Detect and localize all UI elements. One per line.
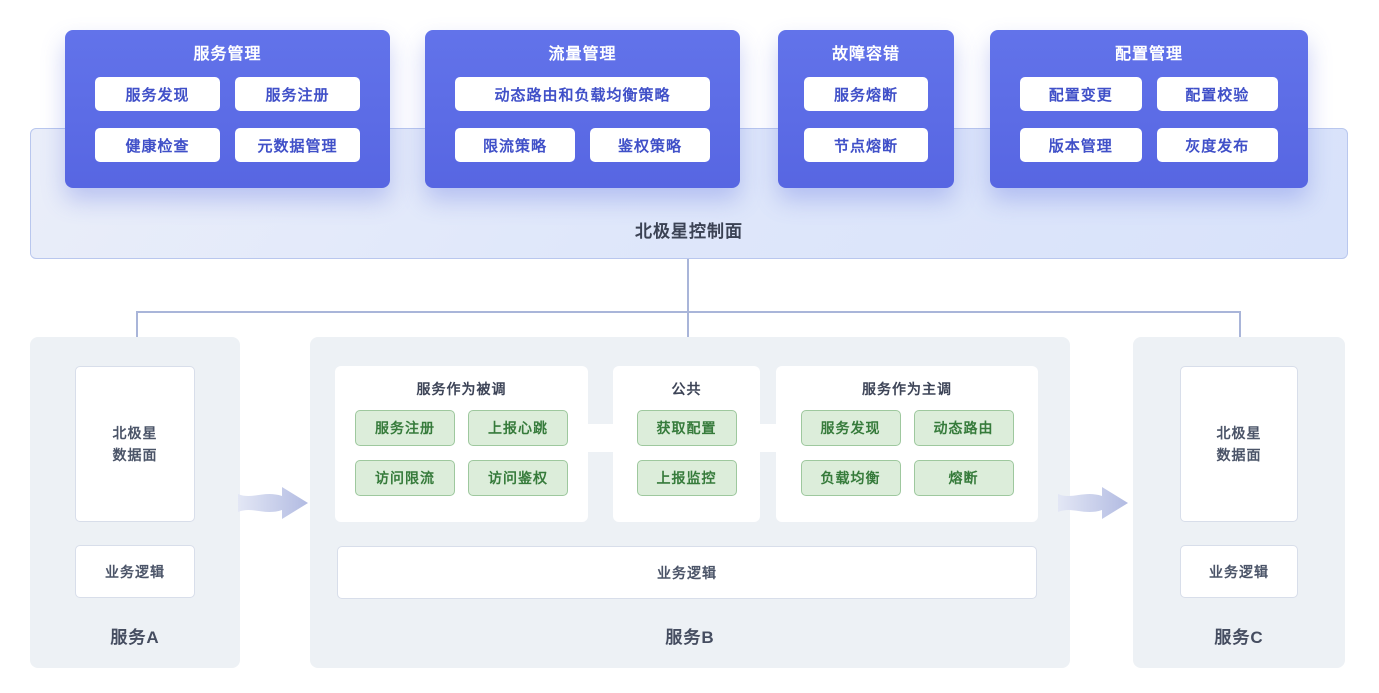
flow-arrow-b-to-c-icon (1058, 487, 1128, 519)
card-title: 流量管理 (548, 46, 617, 63)
polaris-dataplane-box: 北极星 数据面 (1180, 366, 1298, 522)
card-item: 元数据管理 (235, 128, 360, 162)
card-item: 动态路由和负载均衡策略 (455, 77, 710, 111)
panel-title: 服务作为被调 (416, 381, 507, 397)
service-name-label: 服务A (110, 628, 160, 647)
business-logic-box: 业务逻辑 (337, 546, 1037, 599)
panel-title: 公共 (671, 381, 702, 397)
control-plane-label: 北极星控制面 (635, 222, 743, 241)
service-b-container: 服务作为被调 服务注册 上报心跳 访问限流 访问鉴权 公共 获取配置 上报监控 … (310, 337, 1070, 668)
card-item: 灰度发布 (1156, 128, 1278, 162)
card-title: 配置管理 (1114, 46, 1183, 63)
card-item: 配置变更 (1020, 77, 1142, 111)
card-item-grid: 服务发现 服务注册 健康检查 元数据管理 (95, 77, 360, 162)
capability-grid: 服务注册 上报心跳 访问限流 访问鉴权 (355, 410, 568, 496)
card-item: 鉴权策略 (590, 128, 710, 162)
capability-grid: 获取配置 上报监控 (636, 410, 737, 496)
capability-item: 访问限流 (355, 460, 455, 496)
card-service-management: 服务管理 服务发现 服务注册 健康检查 元数据管理 (65, 30, 390, 188)
service-a-container: 北极星 数据面 业务逻辑 服务A (30, 337, 240, 668)
caller-panel: 服务作为主调 服务发现 动态路由 负载均衡 熔断 (776, 366, 1038, 522)
capability-item: 服务发现 (800, 410, 901, 446)
capability-item: 动态路由 (913, 410, 1014, 446)
business-logic-box: 业务逻辑 (1180, 545, 1298, 598)
card-config-management: 配置管理 配置变更 配置校验 版本管理 灰度发布 (990, 30, 1308, 188)
service-name-label: 服务C (1214, 628, 1264, 647)
capability-item: 服务注册 (355, 410, 455, 446)
card-item: 服务发现 (95, 77, 220, 111)
card-item: 健康检查 (95, 128, 220, 162)
connector-horizontal-bus-line (136, 311, 1241, 313)
service-c-container: 北极星 数据面 业务逻辑 服务C (1133, 337, 1345, 668)
card-item: 节点熔断 (804, 128, 928, 162)
card-title: 服务管理 (193, 46, 262, 63)
card-item: 限流策略 (455, 128, 575, 162)
card-item: 配置校验 (1156, 77, 1278, 111)
card-item: 服务注册 (235, 77, 360, 111)
capability-item: 负载均衡 (800, 460, 901, 496)
card-item-grid: 动态路由和负载均衡策略 限流策略 鉴权策略 (455, 77, 710, 162)
callee-panel: 服务作为被调 服务注册 上报心跳 访问限流 访问鉴权 (335, 366, 588, 522)
card-item-grid: 服务熔断 节点熔断 (804, 77, 928, 162)
panel-title: 服务作为主调 (862, 381, 952, 397)
capability-item: 熔断 (913, 460, 1014, 496)
capability-item: 上报心跳 (468, 410, 568, 446)
panel-bridge-right (758, 424, 778, 452)
card-title: 故障容错 (831, 46, 900, 63)
capability-item: 获取配置 (636, 410, 737, 446)
common-panel: 公共 获取配置 上报监控 (613, 366, 760, 522)
card-item: 版本管理 (1020, 128, 1142, 162)
card-item: 服务熔断 (804, 77, 928, 111)
polaris-dataplane-box: 北极星 数据面 (75, 366, 195, 522)
card-traffic-management: 流量管理 动态路由和负载均衡策略 限流策略 鉴权策略 (425, 30, 740, 188)
business-logic-box: 业务逻辑 (75, 545, 195, 598)
capability-item: 上报监控 (636, 460, 737, 496)
service-name-label: 服务B (665, 628, 715, 647)
panel-bridge-left (586, 424, 615, 452)
card-fault-tolerance: 故障容错 服务熔断 节点熔断 (778, 30, 954, 188)
card-item-grid: 配置变更 配置校验 版本管理 灰度发布 (1020, 77, 1278, 162)
capability-item: 访问鉴权 (468, 460, 568, 496)
capability-grid: 服务发现 动态路由 负载均衡 熔断 (800, 410, 1014, 496)
flow-arrow-a-to-b-icon (238, 487, 308, 519)
